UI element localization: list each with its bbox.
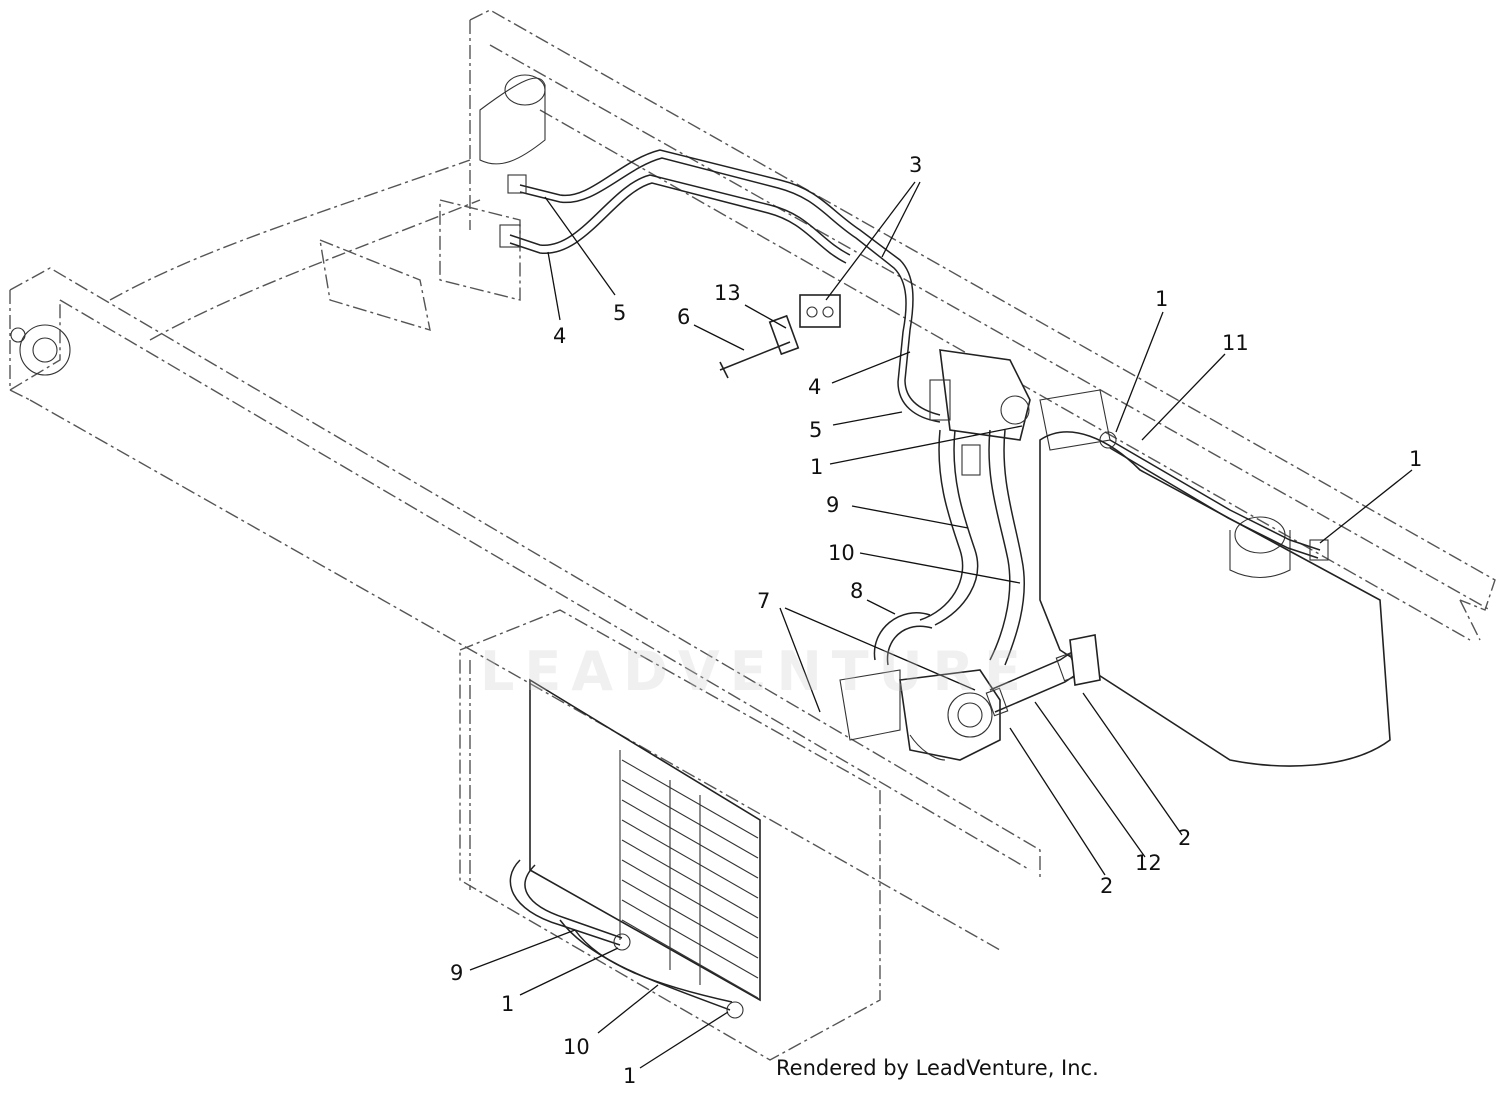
pivot-bracket <box>10 324 71 376</box>
callout-9: 9 <box>826 493 839 517</box>
callout-6: 6 <box>677 305 690 329</box>
callout-4-upper: 4 <box>553 324 566 348</box>
callout-labels: 3 13 6 5 4 4 5 1 11 1 1 9 10 8 7 2 12 2 … <box>450 153 1422 1088</box>
callout-10-lower: 10 <box>563 1035 590 1059</box>
callout-1-pump: 1 <box>810 455 823 479</box>
render-credit: Rendered by LeadVenture, Inc. <box>776 1056 1099 1080</box>
hoses-9-10 <box>919 429 1026 666</box>
callout-13: 13 <box>714 281 741 305</box>
leader-lines <box>469 181 1413 1069</box>
callout-5-upper: 5 <box>613 301 626 325</box>
hydraulic-tubes-upper <box>499 149 941 423</box>
tube-11 <box>1099 431 1329 561</box>
front-frame-rail <box>9 267 1041 951</box>
hoses-lower <box>509 859 744 1019</box>
rear-frame-rail <box>469 9 1496 641</box>
hose-12 <box>985 634 1101 717</box>
cooler-fins <box>621 759 759 999</box>
callout-10: 10 <box>828 541 855 565</box>
callout-12: 12 <box>1135 851 1162 875</box>
callout-1-lower: 1 <box>501 992 514 1016</box>
callout-11: 11 <box>1222 331 1249 355</box>
callout-4: 4 <box>808 375 821 399</box>
hydraulic-pump-upper <box>929 349 1111 451</box>
exhaust-tube <box>479 74 546 165</box>
callout-1-tank: 1 <box>1155 287 1168 311</box>
callout-5: 5 <box>809 418 822 442</box>
callout-1-bottom: 1 <box>623 1064 636 1088</box>
oil-cooler <box>459 609 881 1061</box>
callout-3: 3 <box>909 153 922 177</box>
callout-1-tank-right: 1 <box>1409 447 1422 471</box>
oil-tank <box>1039 431 1391 767</box>
callout-9-lower: 9 <box>450 961 463 985</box>
hydraulic-pump-lower <box>839 669 1001 761</box>
hose-8 <box>873 612 933 666</box>
watermark-text: LEADVENTURE <box>480 640 1031 703</box>
tube-clamp <box>719 294 841 379</box>
callout-7: 7 <box>757 589 770 613</box>
cross-member <box>109 159 521 341</box>
callout-2-right: 2 <box>1178 826 1191 850</box>
callout-2-left: 2 <box>1100 874 1113 898</box>
callout-8: 8 <box>850 579 863 603</box>
